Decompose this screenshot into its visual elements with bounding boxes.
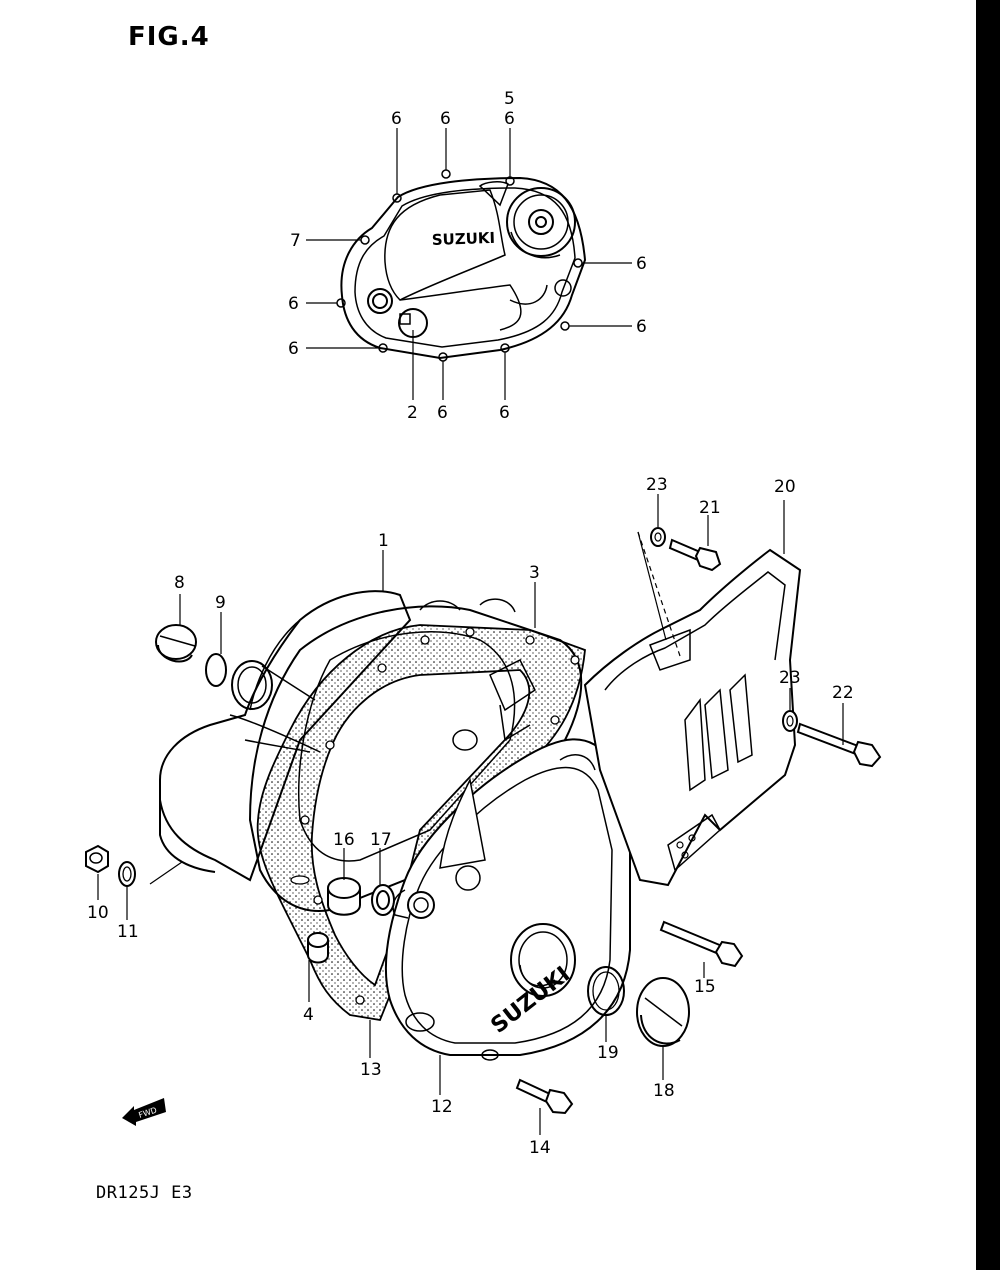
bottom-leader-lines [97, 494, 844, 1135]
callout-8: 8 [174, 573, 185, 593]
callout-4: 4 [303, 1005, 314, 1025]
callout-13: 13 [360, 1060, 382, 1080]
callout-16: 16 [333, 830, 355, 850]
callout-6: 6 [636, 254, 647, 274]
fwd-arrow-icon: FWD [122, 1098, 166, 1126]
bolts [515, 527, 882, 1115]
clutch-cover [336, 169, 587, 362]
cover-gasket [256, 624, 586, 1022]
callout-3: 3 [529, 563, 540, 583]
callout-7: 7 [290, 231, 301, 251]
callout-19: 19 [597, 1043, 619, 1063]
callout-17: 17 [370, 830, 392, 850]
figure-title: FIG.4 [128, 22, 210, 52]
top-leader-lines [306, 128, 632, 400]
callout-6: 6 [437, 403, 448, 423]
callout-1: 1 [378, 531, 389, 551]
top-cover-logo: SUZUKI [432, 229, 496, 249]
callout-23: 23 [646, 475, 668, 495]
callout-21: 21 [699, 498, 721, 518]
filler-cap [155, 624, 227, 687]
callout-22: 22 [832, 683, 854, 703]
magneto-cover [385, 738, 631, 1061]
callout-6: 6 [499, 403, 510, 423]
callout-6: 6 [636, 317, 647, 337]
callout-20: 20 [774, 477, 796, 497]
callout-6: 6 [288, 294, 299, 314]
callouts: 1 2 3 4 5 6 6 6 6 6 6 6 6 6 7 8 9 10 11 … [87, 89, 854, 1158]
callout-14: 14 [529, 1138, 551, 1158]
callout-23: 23 [779, 668, 801, 688]
dowel-pins [307, 877, 395, 964]
callout-5: 5 [504, 89, 515, 109]
callout-6: 6 [288, 339, 299, 359]
callout-15: 15 [694, 977, 716, 997]
callout-6: 6 [391, 109, 402, 129]
callout-18: 18 [653, 1081, 675, 1101]
scan-edge [976, 0, 1000, 1270]
drain-plug [85, 844, 136, 887]
model-code: DR125J E3 [96, 1183, 193, 1203]
callout-11: 11 [117, 922, 139, 942]
sprocket-cover [583, 548, 802, 887]
callout-2: 2 [407, 403, 418, 423]
callout-10: 10 [87, 903, 109, 923]
callout-6: 6 [440, 109, 451, 129]
callout-6: 6 [504, 109, 515, 129]
callout-9: 9 [215, 593, 226, 613]
callout-12: 12 [431, 1097, 453, 1117]
